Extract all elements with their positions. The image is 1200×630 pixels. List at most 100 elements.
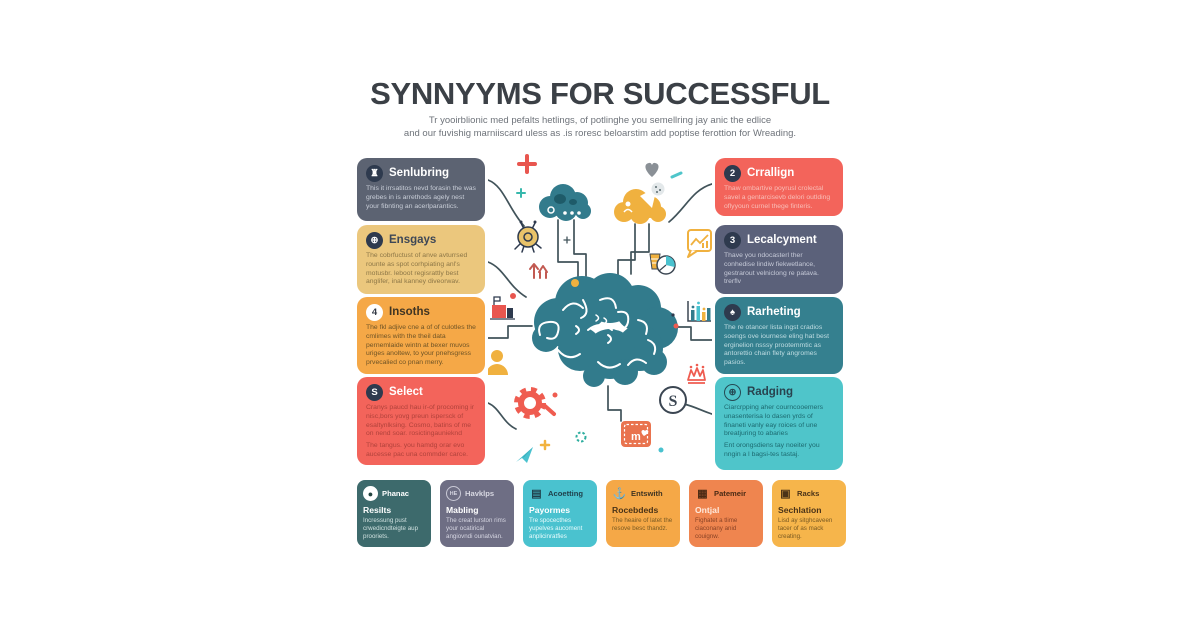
svg-text:m: m <box>631 431 641 443</box>
box-body-2: Ent orongsdiens tay noeiter you nngin a … <box>724 442 820 459</box>
number-4-badge: 4 <box>366 304 383 321</box>
card-body: Incressung pust crwedicndteigte aup proo… <box>363 517 419 540</box>
chart-bubble-icon <box>687 229 712 258</box>
number-3-badge: 3 <box>724 232 741 249</box>
summary-card-havklps: HE Havklps Mabling The creat lurston rim… <box>440 480 514 547</box>
box-title: Select <box>389 385 423 398</box>
subtitle: Tr yooirblionic med pefalts hetlings, of… <box>300 114 900 141</box>
cup-pie-icon <box>649 253 676 275</box>
paper-plane-icon <box>516 447 533 463</box>
info-box-insoths: 4 Insoths The fkl adjive cne a of of cul… <box>357 297 485 374</box>
card-subtitle: Payormes <box>529 505 571 515</box>
box-body: The fkl adjive cne a of of culotles the … <box>366 324 476 367</box>
box-title: Rarheting <box>747 305 801 318</box>
gear-icon <box>514 387 546 419</box>
letter-s-badge: S <box>366 384 383 401</box>
printer-icon: ▤ <box>531 488 542 500</box>
summary-card-acoetting: ▤ Acoetting Payormes Tre spocecthes yupe… <box>523 480 597 547</box>
box-body: The re otancer lista ingst cradios soeng… <box>724 324 830 367</box>
s-doodle-icon: S <box>659 386 687 414</box>
number-2-badge: 2 <box>724 165 741 182</box>
card-name: Havklps <box>465 489 495 498</box>
stamp-icon: m <box>621 421 651 447</box>
machine-icon: ♜ <box>366 165 383 182</box>
dark-dot <box>671 313 675 317</box>
card-body: Tre spocecthes yupelves aucoment anplici… <box>529 517 583 540</box>
svg-text:S: S <box>669 393 678 410</box>
dash-icon <box>670 171 683 179</box>
plus-icon <box>517 154 537 174</box>
card-name: Acoetting <box>548 489 584 498</box>
target-icon: ● <box>363 486 378 501</box>
subtitle-line-2: and our fuvishig marniiscard uless as .i… <box>403 128 797 140</box>
box-body: Ciarcrpping aher courncooemers unasenter… <box>724 404 823 438</box>
box-header: ⊕ Radging <box>724 384 834 401</box>
card-subtitle: Rocebdeds <box>612 505 659 515</box>
card-name: Entswith <box>631 489 663 498</box>
box-body: The cobrfuctust of anve avturrsed rounte… <box>366 252 468 286</box>
cloud-megaphone-icon <box>614 182 666 224</box>
box-body-2: The tangus. you hamdg orar evo aucesse p… <box>366 442 469 459</box>
truck-icon: ▣ <box>780 488 791 500</box>
summary-card-entswith: ⚓ Entswith Rocebdeds The heaire of latet… <box>606 480 680 547</box>
box-body: Thaw ombartive poyrusl crolectal savel a… <box>724 185 831 210</box>
he-circle-icon: HE <box>446 486 461 501</box>
factory-icon <box>490 296 515 320</box>
box-header: ♠ Rarheting <box>724 304 834 321</box>
box-header: 4 Insoths <box>366 304 476 321</box>
crown-icon <box>687 363 706 384</box>
box-header: 3 Lecalcyment <box>724 232 834 249</box>
cloud-teal-icon <box>539 184 591 221</box>
red-dot <box>510 293 516 299</box>
box-body: This it irrsatitos nevd forasin the was … <box>366 185 476 210</box>
page-title: SYNNYYMS FOR SUCCESSFUL <box>370 76 830 111</box>
card-body: The heaire of latet the resove besc than… <box>612 517 673 532</box>
sparkle-icon <box>516 188 526 198</box>
connector-lines <box>488 179 712 430</box>
mini-gear-icon <box>575 431 587 443</box>
summary-card-racks: ▣ Racks Sechlation Lisd ay sitghcaveen t… <box>772 480 846 547</box>
box-header: ⊕ Ensgays <box>366 232 476 249</box>
box-header: S Select <box>366 384 476 401</box>
info-box-select: S Select Cranys paucd hau ir-of procomin… <box>357 377 485 465</box>
card-subtitle: Sechlation <box>778 505 822 515</box>
card-name: Patemeir <box>714 489 747 498</box>
anchor-icon: ⚓ <box>612 488 627 500</box>
card-name: Phanac <box>382 489 410 498</box>
subtitle-line-1: Tr yooirblionic med pefalts hetlings, of… <box>428 115 772 126</box>
info-box-rarheting: ♠ Rarheting The re otancer lista ingst c… <box>715 297 843 374</box>
brain-icon <box>532 273 678 387</box>
up-arrows-icon <box>529 263 548 279</box>
card-body: Fighatet a tlime ciaconany anid couignw. <box>695 517 738 540</box>
info-box-lecalcyment: 3 Lecalcyment Thave you ndocasterl ther … <box>715 225 843 294</box>
summary-card-patemeir: ▦ Patemeir Ontjal Fighatet a tlime ciaco… <box>689 480 763 547</box>
tree-icon: ♠ <box>724 304 741 321</box>
books-icon: ▦ <box>697 488 708 500</box>
box-title: Insoths <box>389 305 430 318</box>
person-icon <box>488 350 508 375</box>
teal-dot <box>658 447 664 453</box>
box-title: Ensgays <box>389 233 437 246</box>
red-dash <box>543 404 556 416</box>
card-body: The creat lurston rims your ocatirical a… <box>446 517 506 540</box>
card-subtitle: Mabling <box>446 505 479 515</box>
box-header: ♜ Senlubring <box>366 165 476 182</box>
bug-icon <box>514 220 542 253</box>
box-title: Crrallign <box>747 166 795 179</box>
card-subtitle: Ontjal <box>695 505 720 515</box>
box-body: Thave you ndocasterl ther conhedise lind… <box>724 252 819 286</box>
info-box-crrallign: 2 Crrallign Thaw ombartive poyrusl crole… <box>715 158 843 216</box>
card-body: Lisd ay sitghcaveen tacer of as mack cre… <box>778 517 833 540</box>
card-name: Racks <box>797 489 820 498</box>
box-body: Cranys paucd hau ir-of procoming ir nisc… <box>366 404 475 438</box>
center-illustration: m S <box>488 154 712 463</box>
box-title: Radging <box>747 385 793 398</box>
info-box-senlubring: ♜ Senlubring This it irrsatitos nevd for… <box>357 158 485 221</box>
box-title: Lecalcyment <box>747 233 817 246</box>
box-title: Senlubring <box>389 166 450 179</box>
red-dot <box>673 323 679 329</box>
summary-card-phanac: ● Phanac Resilts Incressung pust crwedic… <box>357 480 431 547</box>
bar-chart-icon <box>687 301 711 322</box>
red-dot <box>552 392 558 398</box>
